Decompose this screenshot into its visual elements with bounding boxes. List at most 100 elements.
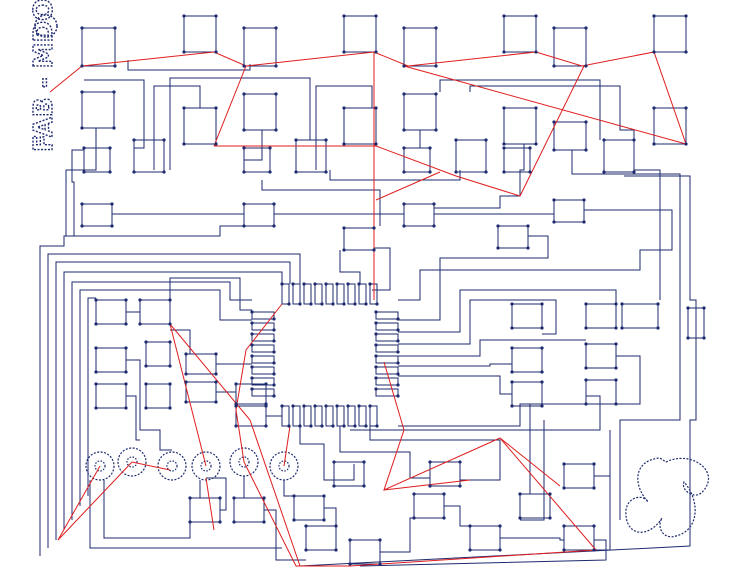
pad-outline (83, 147, 111, 173)
vertex-dot (232, 520, 236, 524)
vertex-dot (313, 282, 317, 286)
header-hole-inner (126, 456, 138, 468)
vertex-dot (342, 302, 346, 306)
vertex-dot (324, 170, 328, 174)
vertex-dot (94, 298, 98, 302)
vertex-dot (614, 342, 618, 346)
vertex-dot (374, 14, 378, 18)
vertex-dot (108, 170, 112, 174)
vertex-dot (309, 302, 313, 306)
pad-outline (553, 199, 585, 223)
vertex-dot (264, 424, 268, 428)
chip-pin-bottom (369, 405, 378, 427)
vertex-dot (502, 170, 506, 174)
trace-path (127, 60, 251, 71)
vertex-dot (584, 302, 588, 306)
logo-text: FAB - MDO (29, 0, 59, 152)
vertex-dot (496, 224, 500, 228)
trace-path (350, 395, 601, 431)
pad-outline (243, 203, 275, 227)
toolpath-jump-line (375, 171, 441, 201)
trace-path (359, 539, 607, 567)
vertex-dot (374, 343, 378, 347)
vertex-dot (582, 220, 586, 224)
vertex-dot (396, 339, 400, 343)
vertex-dot (346, 404, 350, 408)
vertex-dot (702, 336, 706, 340)
header-hole-ring (269, 451, 299, 481)
vertex-dot (402, 170, 406, 174)
vertex-dot (592, 524, 596, 528)
vertex-dot (468, 548, 472, 552)
vertex-dot (82, 146, 86, 150)
vertex-dot (218, 520, 222, 524)
vertex-dot (250, 321, 254, 325)
vertex-dot (294, 138, 298, 142)
vertex-dot (562, 462, 566, 466)
vertex-dot (378, 562, 382, 566)
trace-path (169, 77, 311, 170)
trace-path (444, 505, 470, 527)
trace-path (380, 517, 414, 553)
toolpath-jump-line (49, 51, 687, 145)
vertex-dot (353, 424, 357, 428)
vertex-dot (614, 326, 618, 330)
vertex-dot (584, 148, 588, 152)
vertex-dot (518, 516, 522, 520)
vertex-dot (342, 226, 346, 230)
vertex-dot (584, 26, 588, 30)
vertex-dot (374, 321, 378, 325)
vertex-dot (298, 424, 302, 428)
toolpath-jump-line (403, 65, 687, 145)
chip-pin-top (281, 283, 290, 305)
vertex-dot (242, 92, 246, 96)
vertex-dot (94, 406, 98, 410)
vertex-dot (428, 170, 432, 174)
chip-pin-right (375, 366, 399, 375)
vertex-dot (113, 26, 117, 30)
vertex-dot (322, 518, 326, 522)
vertex-dot (272, 224, 276, 228)
vertex-dot (540, 326, 544, 330)
vertex-dot (182, 14, 186, 18)
vertex-dot (242, 170, 246, 174)
vertex-dot (94, 382, 98, 386)
vertex-dot (498, 548, 502, 552)
vertex-dot (434, 64, 438, 68)
vertex-dot (686, 336, 690, 340)
vertex-dot (374, 365, 378, 369)
vertex-dot (214, 50, 218, 54)
vertex-dot (584, 402, 588, 406)
vertex-dot (374, 106, 378, 110)
vertex-dot (168, 364, 172, 368)
vertex-dot (374, 142, 378, 146)
header-hole-inner (278, 460, 290, 472)
header-hole-ring (117, 447, 147, 477)
vertex-dot (534, 106, 538, 110)
header-hole-ring (229, 447, 259, 477)
vertex-dot (686, 306, 690, 310)
vertex-dot (182, 50, 186, 54)
pad-outline (653, 15, 687, 53)
vertex-dot (242, 26, 246, 30)
vertex-dot (510, 380, 514, 384)
vertex-dot (184, 352, 188, 356)
vertex-dot (684, 106, 688, 110)
vertex-dot (268, 170, 272, 174)
vertex-dot (428, 460, 432, 464)
trace-path (264, 509, 306, 561)
chip-pin-right (375, 344, 399, 353)
vertex-dot (620, 302, 624, 306)
vertex-dot (620, 326, 624, 330)
vertex-dot (272, 339, 276, 343)
vertex-dot (428, 146, 432, 150)
vertex-dot (184, 372, 188, 376)
chip-pin-right (375, 377, 399, 386)
vertex-dot (124, 382, 128, 386)
vertex-dot (402, 26, 406, 30)
vertex-dot (362, 460, 366, 464)
vertex-dot (372, 248, 376, 252)
vertex-dot (442, 516, 446, 520)
vertex-dot (334, 548, 338, 552)
